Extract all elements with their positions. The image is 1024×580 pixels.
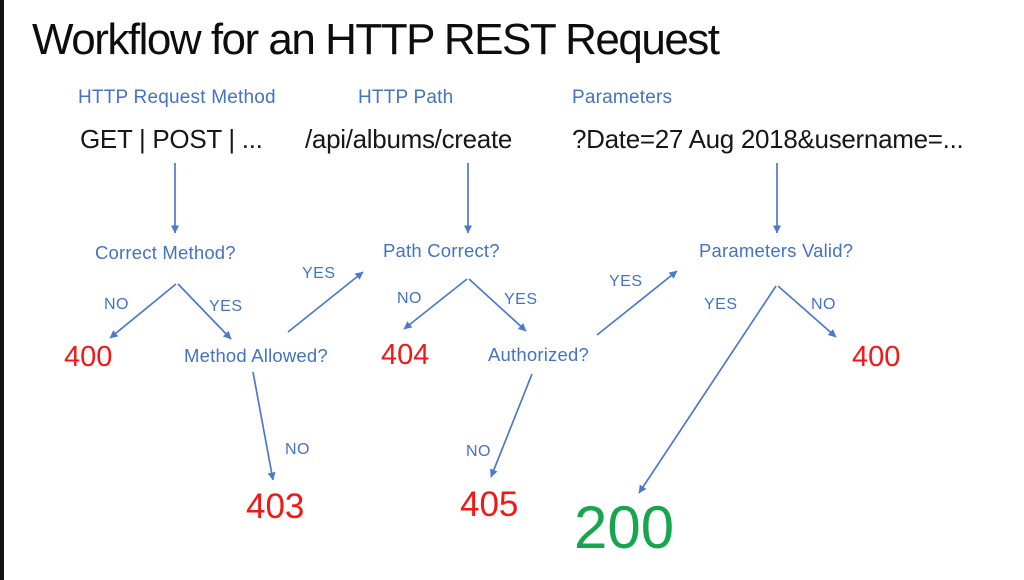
node-method-allowed: Method Allowed? <box>184 345 328 366</box>
label-parameters: Parameters <box>572 87 673 108</box>
value-http-request-method: GET | POST | ... <box>80 124 263 154</box>
arrow-authorized-no <box>490 373 533 478</box>
status-code-400-parameters: 400 <box>852 341 901 373</box>
arrow-method-allowed-no <box>252 371 276 481</box>
label-http-request-method: HTTP Request Method <box>78 87 276 108</box>
edge-label-path-correct-no: NO <box>397 290 422 307</box>
page-title: Workflow for an HTTP REST Request <box>32 15 720 64</box>
edge-label-correct-method-no: NO <box>104 296 129 313</box>
slide-left-edge <box>0 0 4 580</box>
edge-label-authorized-no: NO <box>466 443 491 460</box>
node-correct-method: Correct Method? <box>95 242 236 263</box>
label-http-path: HTTP Path <box>358 87 454 108</box>
status-code-404: 404 <box>381 339 430 371</box>
edge-label-parameters-valid-no: NO <box>811 296 836 313</box>
node-parameters-valid: Parameters Valid? <box>699 240 854 261</box>
value-http-path: /api/albums/create <box>305 124 513 154</box>
edge-label-parameters-valid-yes: YES <box>704 296 738 313</box>
arrow-parameters-valid-yes <box>638 285 777 494</box>
status-code-403: 403 <box>246 487 305 526</box>
edge-label-path-correct-yes: YES <box>504 291 538 308</box>
edge-label-method-allowed-yes: YES <box>302 265 336 282</box>
status-code-400-method: 400 <box>64 341 113 373</box>
value-parameters: ?Date=27 Aug 2018&username=... <box>572 124 964 154</box>
status-code-200: 200 <box>574 494 675 561</box>
edge-label-authorized-yes: YES <box>609 273 643 290</box>
edge-label-method-allowed-no: NO <box>285 441 310 458</box>
edge-label-correct-method-yes: YES <box>209 298 243 315</box>
node-authorized: Authorized? <box>488 344 589 365</box>
node-path-correct: Path Correct? <box>383 240 500 261</box>
status-code-405: 405 <box>460 485 519 524</box>
